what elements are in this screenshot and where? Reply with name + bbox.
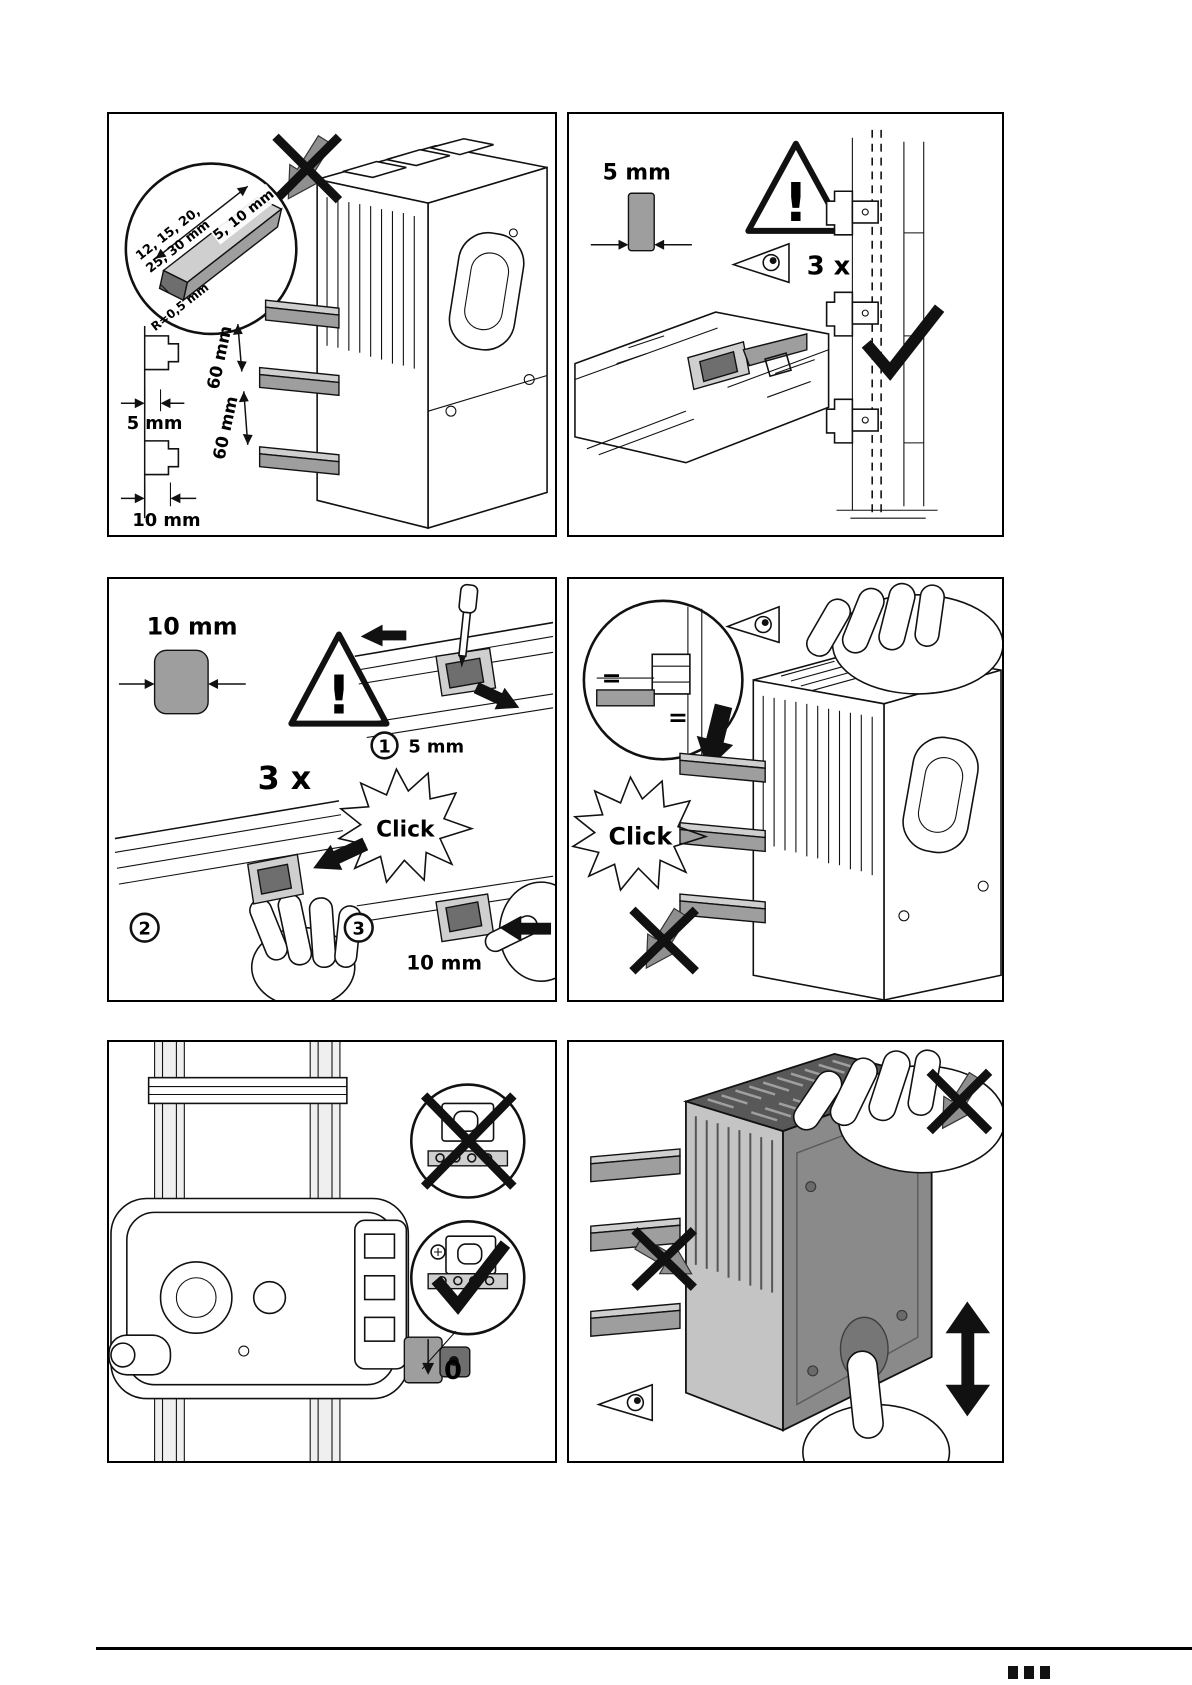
click-label: Click [376,818,435,843]
warning-triangle-icon: ! [288,631,390,727]
mounting-profile: 5 mm 10 mm [120,325,201,531]
alignment-magnifier: = = [582,599,744,761]
panel2-illustration: 5 mm ! 3 x [574,129,945,519]
up-down-arrow [945,1301,991,1417]
panel3-illustration: 10 mm ! 3 x [114,583,555,1000]
busbars [679,752,766,924]
panel1-illustration: 12, 15, 20, 25, 30 mm 5, 10 mm R=0,5 mm [120,133,548,531]
step-2-insert-clamp: 2 [114,800,369,1000]
screwdriver [458,583,479,668]
zero-gap-dimension: 0 [421,1330,462,1386]
click-burst [336,767,475,884]
panel5-illustration: 0 [109,1042,526,1461]
panel-check-5mm: 5 mm ! 3 x [567,112,1004,537]
prohibited-arrow-icon [629,906,699,975]
step-1-dimension: 5 mm [408,736,464,757]
checkmark-icon [861,304,945,381]
print-mark-block [1008,1666,1018,1679]
warning-mark: ! [327,664,351,727]
panel-side-view [825,129,938,519]
busbars [590,1148,681,1337]
busbar-cross-section-magnifier: 12, 15, 20, 25, 30 mm 5, 10 mm R=0,5 mm [124,162,298,336]
wrong-mounting-detail [410,1083,526,1199]
step-3-click-clamp: Click 3 10 mm [336,767,555,982]
busbars [258,299,340,476]
step-3-number: 3 [353,919,365,940]
hand-bottom [802,1350,951,1461]
panel-flush-mounting: 0 [107,1040,557,1463]
footer-rule [96,1647,1192,1650]
step-3-badge [343,912,374,943]
eye-icon [731,242,790,284]
prohibited-arrow-left [631,1226,697,1291]
prohibited-arrow-icon [272,133,343,204]
thickness-label: 10 mm [147,612,238,640]
panel-mount-click: = = [567,577,1004,1002]
step-2-number: 2 [138,919,150,940]
pitch-lower-label: 60 mm [209,394,242,461]
edge-gap-label: 5 mm [127,413,183,434]
panel4-illustration: = = [570,582,1002,1000]
repeat-count-label: 3 x [807,251,851,281]
zero-gap-label: 0 [444,1356,462,1386]
breaker-side-view [109,1197,471,1400]
footer-print-mark [1002,1664,1050,1683]
step-1-release-clamp: 1 5 mm [354,583,554,760]
bottom-gap-label: 10 mm [132,510,200,531]
busbar-thickness-spec: 5 mm [590,160,692,252]
step-3-dimension: 10 mm [406,951,482,974]
panel-seating-check [567,1040,1004,1463]
align-right-label: = [668,704,688,732]
breaker-device [752,647,1002,1000]
breaker-interior-view [574,311,830,464]
hand-top [806,582,1002,695]
panel-busbar-dimensions: 12, 15, 20, 25, 30 mm 5, 10 mm R=0,5 mm [107,112,557,537]
step-2-badge [129,912,160,943]
clamp-width-spec: 10 mm [118,612,246,715]
correct-mounting-detail [410,1220,526,1336]
pitch-dimensions: 60 mm 60 mm [203,324,253,461]
step-1-badge [370,731,399,760]
warning-mark: ! [784,171,808,234]
panel6-illustration [590,1049,1002,1461]
press-down-arrow [696,703,734,770]
warning-triangle-icon: ! [745,140,847,234]
breaker-device [316,137,548,530]
click-burst: Click [570,775,709,892]
eye-icon [725,605,780,644]
print-mark-block [1040,1666,1050,1679]
panel-adjust-clamps: 10 mm ! 3 x [107,577,557,1002]
repeat-count-label: 3 x [258,761,312,797]
click-label: Click [609,822,674,850]
align-left-label: = [602,664,622,692]
eye-icon [596,1383,654,1422]
prohibited-arrow-top [926,1068,993,1135]
thickness-label: 5 mm [603,160,671,185]
step-1-number: 1 [378,736,390,757]
print-mark-block [1024,1666,1034,1679]
